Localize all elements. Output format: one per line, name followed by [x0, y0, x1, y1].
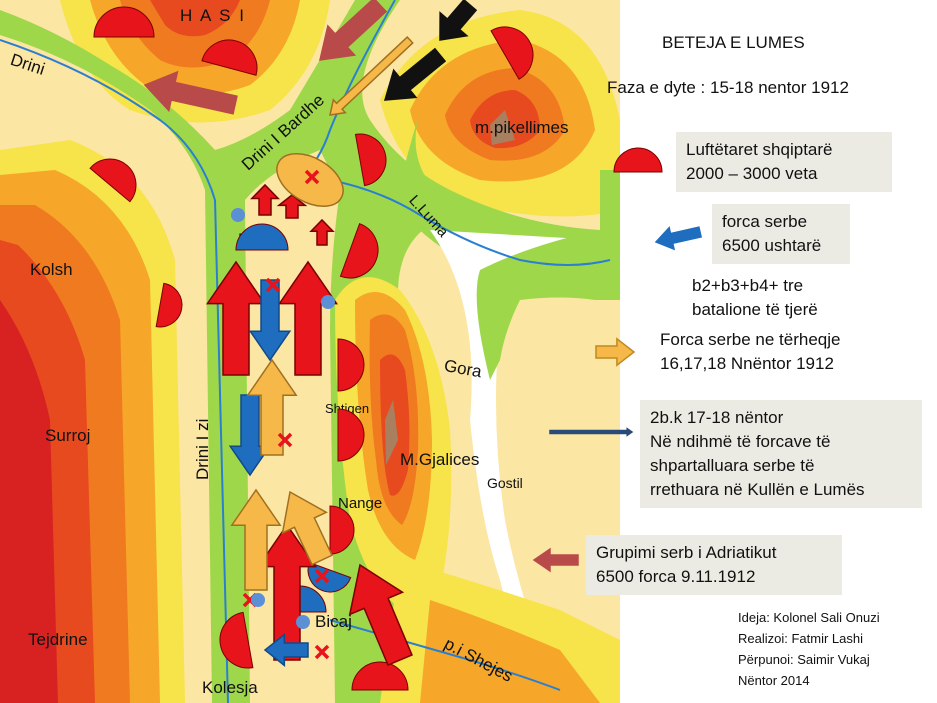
legend-albanian-line2: 2000 – 3000 veta [686, 164, 818, 183]
legend-albanian-line1: Luftëtaret shqiptarë [686, 140, 833, 159]
terrain-shejes-orange [420, 600, 600, 703]
legend-adriatic-box: Grupimi serb i Adriatikut 6500 forca 9.1… [586, 535, 842, 595]
place-kukes: Ku [238, 230, 259, 249]
place-tejdrine: Tejdrine [28, 630, 88, 649]
credits-line2: Realizoi: Fatmir Lashi [738, 631, 863, 646]
place-surroj: Surroj [45, 426, 91, 445]
credits-line4: Nëntor 2014 [738, 673, 810, 688]
legend-serbian-box: forca serbe 6500 ushtarë [712, 204, 850, 264]
river-luma [329, 179, 611, 266]
legend-battalion2-line1: 2b.k 17-18 nëntor [650, 408, 784, 427]
river-drini [0, 39, 216, 201]
place-hasi: H A S I [180, 6, 246, 25]
terrain-pikellimes-peak [490, 110, 515, 145]
legend-retreat-line2: 16,17,18 Nnëntor 1912 [660, 354, 834, 373]
credits-line3: Përpunoi: Saimir Vukaj [738, 652, 870, 667]
legend-retreat: Forca serbe ne tërheqje 16,17,18 Nnëntor… [660, 328, 841, 376]
legend-battalion2-line2: Në ndihmë të forcave të [650, 432, 831, 451]
place-nange: Nange [338, 495, 383, 512]
legend-serbian-line1: forca serbe [722, 212, 808, 231]
terrain-gjalices-peak [385, 400, 398, 465]
map-subtitle: Faza e dyte : 15-18 nentor 1912 [607, 78, 849, 97]
place-kolsh: Kolsh [30, 260, 73, 279]
place-gjalices: M.Gjalices [400, 450, 480, 469]
terrain-west-darkred [0, 300, 58, 703]
place-shtiqen: Shtiqen [325, 401, 370, 416]
terrain-hasi-red [150, 0, 240, 37]
place-bicaj: Bicaj [315, 612, 352, 631]
legend-battalion2-box: 2b.k 17-18 nëntor Në ndihmë të forcave t… [640, 400, 922, 508]
terrain-valley [0, 0, 600, 703]
map-title: BETEJA E LUMES [662, 33, 805, 52]
legend-adriatic-line1: Grupimi serb i Adriatikut [596, 543, 777, 562]
legend-battalions-line2: batalione të tjerë [692, 300, 818, 319]
legend-battalion2-line4: rrethuara në Kullën e Lumës [650, 480, 865, 499]
place-kolesjan: Kolesja [202, 678, 258, 697]
legend-serbian-line2: 6500 ushtarë [722, 236, 822, 255]
place-gostil: Gostil [487, 475, 523, 491]
legend-battalions: b2+b3+b4+ tre batalione të tjerë [692, 274, 818, 322]
credits-line1: Ideja: Kolonel Sali Onuzi [738, 610, 880, 625]
place-drini-zi: Drini I zi [193, 418, 212, 480]
credits: Ideja: Kolonel Sali Onuzi Realizoi: Fatm… [738, 607, 880, 691]
legend-adriatic-line2: 6500 forca 9.11.1912 [596, 567, 756, 586]
legend-battalion2-line3: shpartalluara serbe të [650, 456, 815, 475]
legend-battalions-line1: b2+b3+b4+ tre [692, 276, 804, 295]
terrain-east-green [476, 170, 620, 380]
legend-retreat-line1: Forca serbe ne tërheqje [660, 330, 841, 349]
legend-albanian-box: Luftëtaret shqiptarë 2000 – 3000 veta [676, 132, 892, 192]
place-pikellimes: m.pikellimes [475, 118, 569, 137]
